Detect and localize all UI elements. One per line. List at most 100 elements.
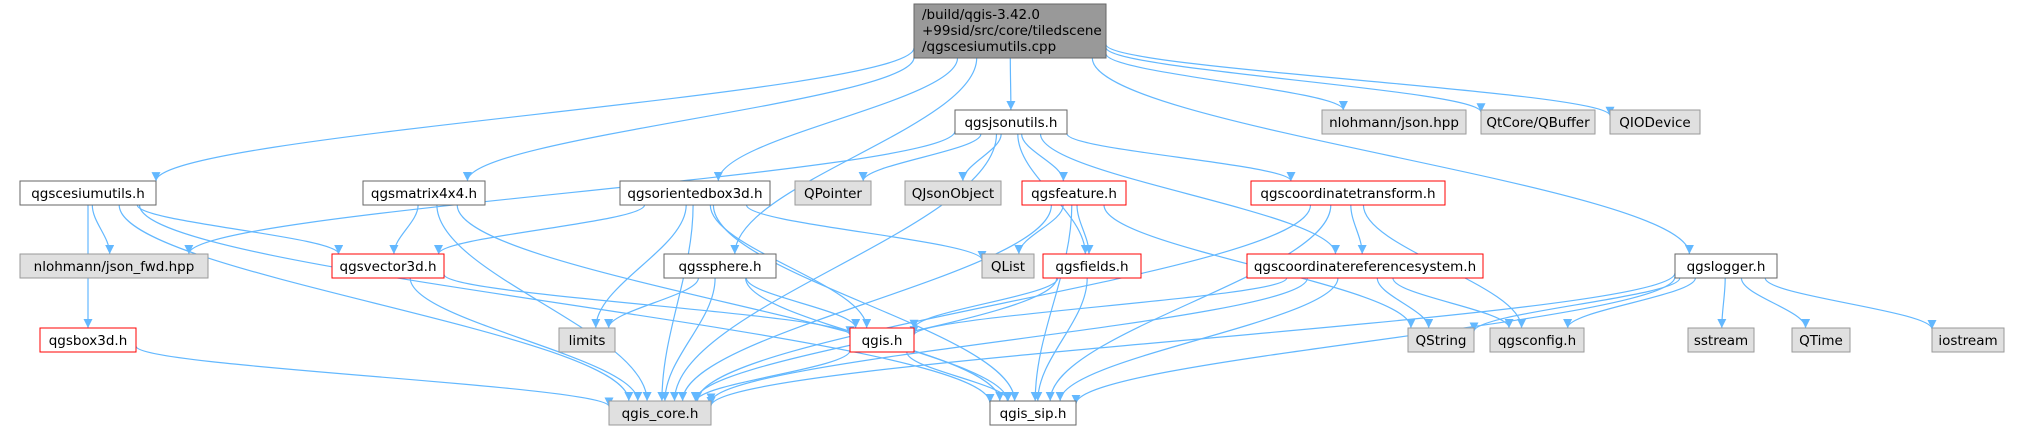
node-fields-label: qgsfields.h <box>1055 259 1128 275</box>
node-json-box <box>1321 109 1467 135</box>
node-qbuffer[interactable]: QtCore/QBuffer <box>1480 109 1596 135</box>
node-qlist[interactable]: QList <box>981 253 1035 279</box>
node-root-file[interactable]: /build/qgis-3.42.0+99sid/src/core/tileds… <box>913 3 1107 59</box>
edge-matrix-to-vector3d <box>389 204 419 255</box>
edge-orient-to-qgis <box>709 204 872 329</box>
edge-feature-to-core <box>678 204 1052 402</box>
node-sstream[interactable]: sstream <box>1687 327 1755 353</box>
node-root-label-line: +99sid/src/core/tiledscene <box>922 23 1102 39</box>
edge-jsonutils-to-jsonfwd <box>184 130 956 255</box>
node-core[interactable]: qgis_core.h <box>608 400 712 426</box>
edge-root-to-json <box>1105 53 1348 111</box>
dependency-edges <box>83 43 1937 408</box>
edge-cesium-to-sip <box>138 204 995 404</box>
node-jsonfwd-label: nlohmann/json_fwd.hpp <box>34 259 195 275</box>
node-qjsonobject-label: QJsonObject <box>912 186 994 202</box>
node-feature-box <box>1021 180 1127 206</box>
node-limits[interactable]: limits <box>558 327 616 353</box>
node-qstring[interactable]: QString <box>1407 327 1475 353</box>
node-iostream-box <box>1931 327 2005 353</box>
edge-orient-to-sip <box>712 204 1020 402</box>
node-sphere-box <box>663 253 777 279</box>
node-orient[interactable]: qgsorientedbox3d.h <box>619 180 771 206</box>
edge-logger-to-iostream <box>1764 277 1937 330</box>
node-sip[interactable]: qgis_sip.h <box>989 400 1077 426</box>
node-qiodevice[interactable]: QIODevice <box>1609 109 1701 135</box>
node-vector3d-label: qgsvector3d.h <box>340 259 437 275</box>
node-fields-box <box>1042 253 1142 279</box>
node-box3d[interactable]: qgsbox3d.h <box>39 327 137 353</box>
edge-root-to-orient <box>713 57 959 182</box>
node-qgis[interactable]: qgis.h <box>849 327 915 353</box>
node-json[interactable]: nlohmann/json.hpp <box>1321 109 1467 135</box>
node-crs-box <box>1246 253 1484 279</box>
edge-fields-to-sip <box>1033 277 1088 402</box>
node-iostream-label: iostream <box>1938 333 1997 349</box>
edge-orient-to-vector3d <box>434 204 646 255</box>
node-sstream-box <box>1687 327 1755 353</box>
node-qgsconfig-label: qgsconfig.h <box>1498 333 1576 349</box>
edge-jsonutils-to-ctransform <box>1066 133 1296 182</box>
node-fields[interactable]: qgsfields.h <box>1042 253 1142 279</box>
node-jsonfwd[interactable]: nlohmann/json_fwd.hpp <box>19 253 209 279</box>
node-jsonfwd-box <box>19 253 209 279</box>
edge-ctransform-to-crs <box>1350 204 1367 255</box>
node-feature[interactable]: qgsfeature.h <box>1021 180 1127 206</box>
node-qjsonobject[interactable]: QJsonObject <box>904 180 1002 206</box>
edge-root-to-matrix <box>462 57 915 182</box>
node-box3d-box <box>39 327 137 353</box>
node-matrix[interactable]: qgsmatrix4x4.h <box>362 180 486 206</box>
node-logger[interactable]: qgslogger.h <box>1674 253 1778 279</box>
edge-crs-to-qgsconfig <box>1392 277 1514 329</box>
node-qgis-label: qgis.h <box>862 333 903 349</box>
node-qlist-label: QList <box>991 259 1025 275</box>
edge-fields-to-qgis <box>909 277 1059 329</box>
edge-orient-to-qlist <box>745 204 987 261</box>
node-cesium[interactable]: qgscesiumutils.h <box>19 180 157 206</box>
node-qtime-box <box>1791 327 1851 353</box>
node-orient-label: qgsorientedbox3d.h <box>627 186 762 202</box>
node-sip-label: qgis_sip.h <box>1000 406 1067 422</box>
edge-crs-to-qgis <box>909 277 1288 336</box>
node-root-label-line: /build/qgis-3.42.0 <box>922 7 1040 23</box>
edge-jsonutils-to-core <box>670 133 998 402</box>
node-ctransform-box <box>1250 180 1446 206</box>
node-crs[interactable]: qgscoordinatereferencesystem.h <box>1246 253 1484 279</box>
edge-qgis-to-sip <box>906 351 1013 402</box>
edge-feature-to-sip <box>1030 204 1073 402</box>
node-qstring-label: QString <box>1416 333 1467 349</box>
edge-ctransform-to-sip <box>1045 204 1332 402</box>
node-cesium-label: qgscesiumutils.h <box>31 186 145 202</box>
edge-cesium-to-vector3d <box>136 204 344 255</box>
node-feature-label: qgsfeature.h <box>1031 186 1117 202</box>
node-logger-label: qgslogger.h <box>1687 259 1766 275</box>
edge-logger-to-qtime <box>1740 277 1811 329</box>
node-logger-box <box>1674 253 1778 279</box>
node-qtime[interactable]: QTime <box>1791 327 1851 353</box>
node-qgsconfig-box <box>1489 327 1585 353</box>
node-qgsconfig[interactable]: qgsconfig.h <box>1489 327 1585 353</box>
node-qgis-box <box>849 327 915 353</box>
node-qstring-box <box>1407 327 1475 353</box>
edge-sphere-to-core <box>660 277 716 402</box>
edge-vector3d-to-core <box>409 277 643 402</box>
node-sphere[interactable]: qgssphere.h <box>663 253 777 279</box>
edge-logger-to-sip <box>1071 276 1676 405</box>
edge-logger-to-sstream <box>1717 277 1727 329</box>
node-ctransform[interactable]: qgscoordinatetransform.h <box>1250 180 1446 206</box>
node-core-label: qgis_core.h <box>622 406 699 422</box>
edge-feature-to-fields <box>1076 204 1094 255</box>
edge-jsonutils-to-crs <box>1039 133 1340 255</box>
edge-cesium-to-core <box>118 204 634 402</box>
edge-crs-to-qstring <box>1376 277 1434 329</box>
edge-box3d-to-core <box>135 345 614 408</box>
edge-matrix-to-core <box>436 204 652 402</box>
node-jsonutils[interactable]: qgsjsonutils.h <box>954 109 1068 135</box>
node-json-label: nlohmann/json.hpp <box>1329 115 1459 131</box>
node-qpointer-label: QPointer <box>804 186 862 202</box>
node-vector3d[interactable]: qgsvector3d.h <box>331 253 445 279</box>
node-qpointer[interactable]: QPointer <box>794 180 872 206</box>
node-iostream[interactable]: iostream <box>1931 327 2005 353</box>
node-matrix-label: qgsmatrix4x4.h <box>371 186 477 202</box>
edge-root-to-qbuffer <box>1105 46 1486 113</box>
